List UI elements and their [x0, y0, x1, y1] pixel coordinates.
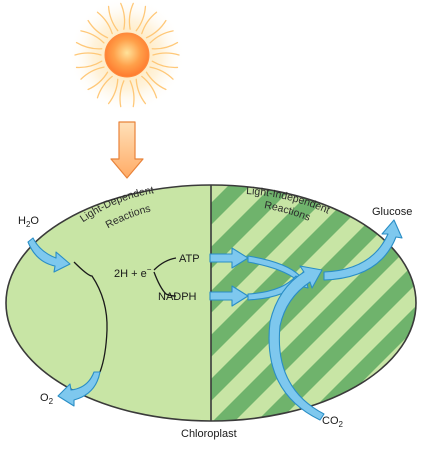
- sun-ray: [129, 80, 135, 108]
- sun-ray: [151, 41, 179, 50]
- blue-arrows: [27, 219, 403, 421]
- sun-ray: [96, 11, 113, 35]
- sun-ray: [107, 5, 119, 32]
- co2-label: CO2: [322, 415, 344, 429]
- atp-label: ATP: [179, 253, 200, 265]
- sun-ray: [149, 66, 174, 80]
- stripe: [238, 185, 416, 421]
- sun-ray: [96, 75, 113, 99]
- sun-ray: [145, 19, 167, 39]
- sun-ray: [141, 75, 158, 99]
- water-label: H2O: [18, 215, 39, 229]
- co2-arrow: [268, 265, 325, 421]
- stripe: [211, 185, 388, 421]
- chloroplast-body: [5, 184, 417, 422]
- glucose-arrow: [323, 219, 403, 281]
- stripe: [282, 185, 416, 421]
- sun-ray: [128, 2, 134, 30]
- glucose-label: Glucose: [372, 206, 412, 218]
- sun-ray: [135, 78, 147, 105]
- sun-ray: [141, 11, 158, 35]
- sun-ray: [120, 2, 126, 30]
- sun-ray: [74, 52, 102, 56]
- nadph-arrow: [209, 285, 249, 307]
- oxygen-arrow: [57, 371, 101, 407]
- sun-ray: [80, 30, 105, 44]
- oxygen-label: O2: [40, 392, 54, 406]
- electrons-label: 2H + e−: [114, 265, 152, 280]
- sun-ray: [75, 60, 103, 69]
- electron-pathway: [73, 257, 177, 373]
- sun-ray: [135, 5, 147, 32]
- sun-ray: [87, 71, 109, 91]
- stripe: [211, 185, 344, 421]
- sun-ray: [87, 19, 109, 39]
- nadph-label: NADPH: [158, 291, 197, 303]
- stripe: [211, 185, 416, 421]
- sun-ray: [119, 80, 125, 108]
- sun-ray: [149, 30, 174, 44]
- light-energy-arrow: [110, 121, 144, 179]
- stripe: [211, 185, 300, 421]
- sun-ray: [145, 71, 167, 91]
- sun-ray: [80, 66, 105, 80]
- sun-ray: [75, 41, 103, 50]
- water-arrow: [27, 237, 71, 273]
- sun-ray: [107, 78, 119, 105]
- sun-ray: [151, 60, 179, 69]
- atp-arrow: [209, 247, 249, 269]
- sun-icon: [69, 0, 185, 113]
- sun-ray: [152, 52, 180, 56]
- chloroplast-label: Chloroplast: [181, 428, 237, 440]
